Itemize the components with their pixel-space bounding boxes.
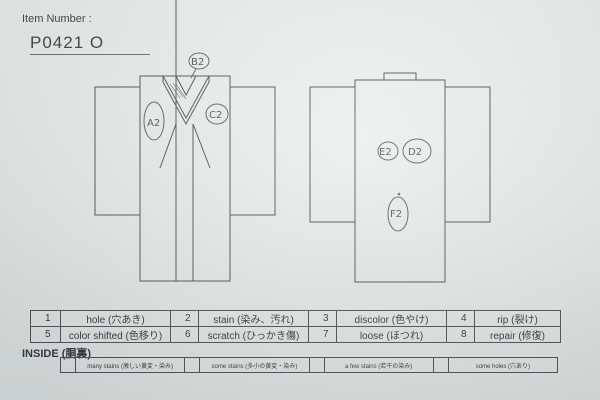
- inside-checkbox[interactable]: [308, 357, 325, 373]
- front-lapel-left: [159, 123, 177, 169]
- defect-number: 8: [446, 326, 475, 343]
- defect-label: rip (裂け): [474, 310, 561, 327]
- defect-number: 1: [30, 310, 61, 327]
- defect-number: 3: [308, 310, 337, 327]
- back-collar: [383, 72, 417, 80]
- back-right-sleeve: [444, 86, 491, 223]
- back-body: [354, 79, 446, 283]
- item-number-label: Item Number :: [22, 13, 92, 25]
- mark-c2-circle: [205, 103, 229, 125]
- mark-d2-circle: [402, 138, 432, 164]
- front-right-sleeve: [229, 86, 276, 216]
- defect-label: stain (染み、汚れ): [198, 310, 309, 327]
- inside-option-label: some stains (多小の黄変・染み): [199, 357, 310, 373]
- defect-label: scratch (ひっかき傷): [198, 326, 309, 343]
- front-left-sleeve: [94, 86, 141, 216]
- mark-a2-code: A2: [147, 118, 160, 129]
- mark-f2-code: F2: [390, 209, 402, 220]
- inside-condition-table: many stains (激しい黄変・染み) some stains (多小の黄…: [60, 357, 559, 373]
- mark-d2-code: D2: [408, 147, 422, 158]
- defect-number: 6: [170, 326, 199, 343]
- front-body: [139, 75, 231, 282]
- defect-number: 7: [308, 326, 337, 343]
- defect-label: hole (穴あき): [60, 310, 171, 327]
- item-number-value: P0421 O: [30, 33, 150, 55]
- mark-c2-code: C2: [209, 110, 222, 121]
- mark-a2-circle: [143, 101, 165, 141]
- mark-f2-circle: [387, 196, 409, 232]
- back-pencil-marks: [377, 138, 432, 232]
- front-collar-inner: [175, 75, 197, 97]
- back-garment-outline: [309, 72, 491, 283]
- back-left-sleeve: [309, 86, 356, 223]
- inside-checkbox[interactable]: [432, 357, 449, 373]
- mark-b2-circle: [188, 52, 210, 70]
- inside-option-label: some holes (穴あり): [447, 357, 559, 373]
- defect-row: 5 color shifted (色移り) 6 scratch (ひっかき傷) …: [30, 326, 561, 343]
- inside-condition-row: many stains (激しい黄変・染み) some stains (多小の黄…: [60, 357, 559, 373]
- front-pencil-marks: [143, 52, 229, 141]
- mark-b2-code: B2: [191, 57, 204, 68]
- front-collar-band: [162, 76, 210, 126]
- defect-number: 5: [30, 326, 61, 343]
- defect-label: color shifted (色移り): [60, 326, 171, 343]
- front-garment-outline: [94, 0, 276, 282]
- inside-option-label: many stains (激しい黄変・染み): [74, 357, 186, 373]
- mark-f2-dot: [397, 192, 401, 196]
- inside-option-label: a few stains (若干の染み): [323, 357, 434, 373]
- front-collar-hatching: [169, 82, 187, 100]
- defect-label: discolor (色やけ): [336, 310, 447, 327]
- inside-checkbox[interactable]: [60, 357, 76, 373]
- defect-row: 1 hole (穴あき) 2 stain (染み、汚れ) 3 discolor …: [30, 310, 561, 327]
- mark-e2-circle: [377, 141, 399, 161]
- front-lapel-right: [192, 123, 211, 169]
- defect-number: 4: [446, 310, 475, 327]
- defect-label: repair (修復): [474, 326, 561, 343]
- mark-b2-pointer: [190, 68, 197, 79]
- defect-number: 2: [170, 310, 199, 327]
- inside-checkbox[interactable]: [184, 357, 201, 373]
- defect-legend-table: 1 hole (穴あき) 2 stain (染み、汚れ) 3 discolor …: [30, 310, 561, 343]
- mark-e2-code: E2: [379, 147, 392, 158]
- defect-label: loose (ほつれ): [336, 326, 447, 343]
- front-collar-outer: [162, 75, 210, 120]
